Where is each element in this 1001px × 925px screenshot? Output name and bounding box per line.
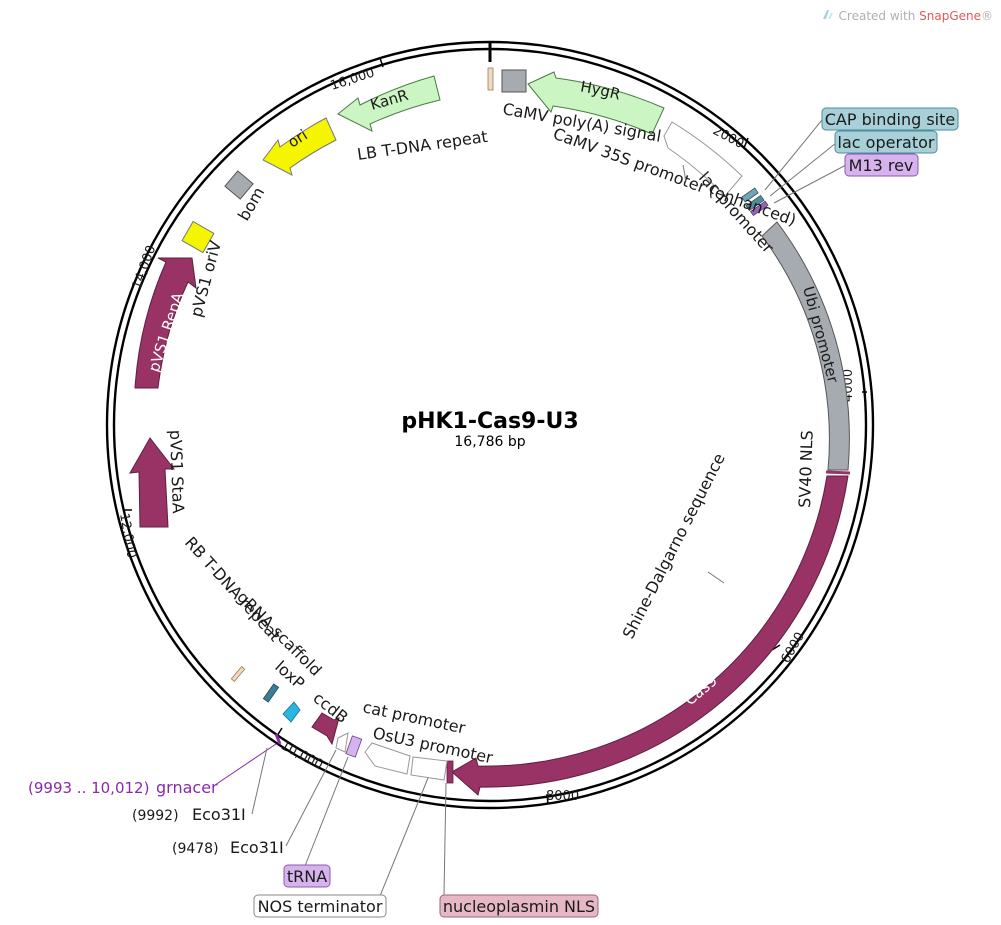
grnacer-leader (214, 743, 277, 786)
cap-site-leader (764, 119, 823, 191)
trna-leader (304, 756, 349, 867)
rb-tdna-feature[interactable] (230, 666, 246, 682)
nucleoplasmin-nls-label: nucleoplasmin NLS (443, 897, 595, 916)
cap-site-label: CAP binding site (825, 110, 955, 129)
trna-box[interactable]: tRNA (283, 864, 331, 888)
grna-scaffold-feature[interactable] (262, 683, 280, 703)
lb-tdna-feature[interactable] (487, 67, 494, 91)
m13-rev-label: M13 rev (849, 156, 914, 175)
nos-terminator-label: NOS terminator (258, 897, 383, 916)
nucleoplasmin-nls-box[interactable]: nucleoplasmin NLS (439, 894, 599, 918)
tick-label-8000: 8000 (546, 789, 579, 804)
tick-label-2000: 2000 (710, 123, 746, 152)
trna-label: tRNA (287, 867, 327, 886)
shine-dalgarno-leader (707, 571, 725, 584)
sv40-nls-feature[interactable] (825, 470, 851, 475)
pvs1-staa-label: pVS1 StaA (166, 429, 188, 513)
plasmid-size: 16,786 bp (454, 434, 525, 450)
credit-prefix: Created with (838, 8, 920, 23)
pvs1-oriv-feature[interactable] (181, 220, 215, 254)
ccdb-arrow[interactable] (311, 712, 340, 746)
credit-suffix: ® (981, 8, 993, 23)
nos-terminator-leader (379, 777, 429, 897)
rb-tdna-label: RB T-DNA repeat (181, 533, 285, 645)
credit-brand: SnapGene (919, 8, 981, 23)
tick-label-16000: 16,000 (329, 65, 377, 93)
tick-label-14000: 14,000 (130, 243, 160, 291)
cap-site-feature[interactable] (741, 187, 759, 203)
trna-feature[interactable] (345, 735, 363, 758)
eco31i-b-label: Eco31I (230, 838, 284, 857)
grnacer-label: grnacer (156, 778, 218, 797)
nucleoplasmin-nls-leader (443, 782, 447, 896)
tick-label-12000: 12,000 (116, 512, 139, 559)
eco31i-a-label: Eco31I (192, 805, 246, 824)
tick-label-10000: 10,000 (278, 738, 325, 773)
shine-dalgarno-label: Shine-Dalgarno sequence (619, 450, 729, 642)
m13-rev-box[interactable]: M13 rev (844, 153, 919, 177)
ubi-promoter-label: Ubi promoter (799, 284, 842, 385)
eco31i-a-leader (251, 747, 268, 815)
m13-rev-leader (773, 164, 847, 204)
hygr-arrow[interactable]: HygR (527, 71, 665, 135)
cap-site-box[interactable]: CAP binding site (821, 107, 959, 131)
nucleoplasmin-nls-feature[interactable] (446, 760, 454, 784)
grnacer-marker[interactable] (274, 733, 282, 745)
lac-operator-label: lac operator (838, 133, 935, 152)
snapgene-credit: Created with SnapGene® (821, 8, 993, 23)
cat-promoter-feature[interactable] (364, 742, 411, 775)
camv-35s-leader (682, 164, 687, 182)
camv-polya-feature[interactable] (501, 69, 527, 93)
osu3-promoter-feature[interactable] (410, 756, 448, 781)
lac-operator-feature[interactable] (745, 194, 765, 212)
bom-feature[interactable] (224, 170, 254, 200)
lb-tdna-label: LB T-DNA repeat (356, 127, 489, 164)
cas9-arrow[interactable]: Cas9 (451, 475, 849, 796)
camv-35s-arrow[interactable] (663, 121, 743, 197)
pvs1-staa-arrow[interactable] (129, 437, 176, 528)
eco31i-b-leader (285, 749, 337, 847)
sv40-nls-label: SV40 NLS (795, 430, 817, 508)
grnacer-range: (9993 .. 10,012) (28, 779, 149, 797)
m13-rev-feature[interactable] (750, 200, 769, 217)
lac-operator-box[interactable]: lac operator (834, 130, 938, 154)
eco31i-a-pos: (9992) (132, 808, 179, 824)
loxp-feature[interactable] (282, 701, 301, 723)
nos-terminator-box[interactable]: NOS terminator (253, 894, 387, 918)
snapgene-logo-icon (821, 8, 835, 23)
kanr-arrow[interactable]: KanR (337, 75, 441, 132)
lac-operator-leader (769, 142, 837, 197)
plasmid-name: pHK1-Cas9-U3 (401, 409, 578, 434)
ori-arrow[interactable]: ori (262, 117, 337, 176)
nos-terminator-feature[interactable] (335, 732, 349, 753)
eco31i-b-pos: (9478) (172, 841, 219, 857)
